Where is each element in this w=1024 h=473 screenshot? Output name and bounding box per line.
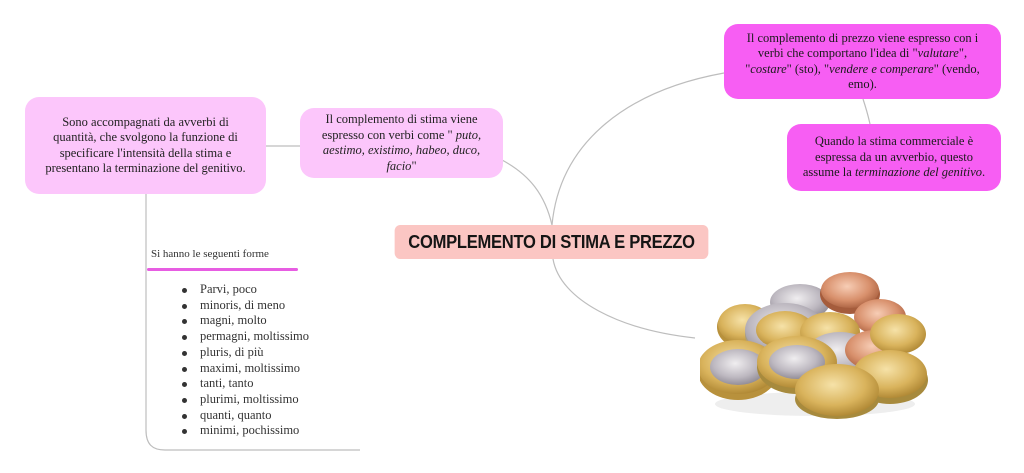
bullet-icon bbox=[182, 288, 187, 293]
commerciale-node[interactable]: Quando la stima commerciale è espressa d… bbox=[787, 124, 1001, 191]
bullet-icon bbox=[182, 319, 187, 325]
list-item: Parvi, poco bbox=[170, 282, 309, 298]
list-item: magni, molto bbox=[170, 313, 309, 329]
bullet-icon bbox=[182, 350, 187, 356]
list-item: maximi, moltissimo bbox=[170, 361, 309, 377]
bullet-icon bbox=[182, 382, 187, 388]
list-item: plurimi, moltissimo bbox=[170, 392, 309, 408]
list-item: tanti, tanto bbox=[170, 376, 309, 392]
coins-image[interactable] bbox=[700, 272, 930, 420]
forms-underline bbox=[147, 268, 298, 271]
root-node[interactable]: COMPLEMENTO DI STIMA E PREZZO bbox=[394, 225, 709, 259]
prezzo-verbs-node-text: Il complemento di prezzo viene espresso … bbox=[745, 30, 980, 92]
bullet-icon bbox=[182, 429, 187, 435]
bullet-icon bbox=[182, 303, 187, 309]
forms-list: Parvi, poco minoris, di meno magni, molt… bbox=[170, 282, 309, 439]
bullet-icon bbox=[182, 397, 187, 403]
commerciale-node-text: Quando la stima commerciale è espressa d… bbox=[802, 134, 986, 180]
root-title: COMPLEMENTO DI STIMA E PREZZO bbox=[408, 231, 695, 252]
forms-label: Si hanno le seguenti forme bbox=[151, 248, 269, 260]
list-item: quanti, quanto bbox=[170, 408, 309, 424]
list-item: pluris, di più bbox=[170, 345, 309, 361]
prezzo-verbs-node[interactable]: Il complemento di prezzo viene espresso … bbox=[724, 24, 1001, 99]
adverbs-node-text: Sono accompagnati da avverbi di quantità… bbox=[45, 114, 246, 176]
stima-verbs-node[interactable]: Il complemento di stima viene espresso c… bbox=[300, 108, 503, 178]
bullet-icon bbox=[182, 335, 187, 341]
list-item: permagni, moltissimo bbox=[170, 329, 309, 345]
list-item: minimi, pochissimo bbox=[170, 423, 309, 439]
bullet-icon bbox=[182, 366, 187, 372]
bullet-icon bbox=[182, 413, 187, 419]
list-item: minoris, di meno bbox=[170, 298, 309, 314]
adverbs-node[interactable]: Sono accompagnati da avverbi di quantità… bbox=[25, 97, 266, 194]
stima-verbs-node-text: Il complemento di stima viene espresso c… bbox=[321, 112, 482, 173]
